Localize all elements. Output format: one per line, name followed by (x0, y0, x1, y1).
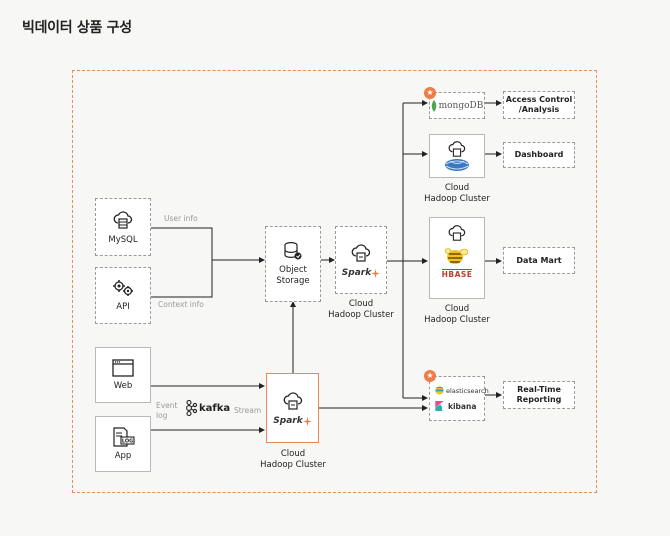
central-spark-cluster: Spark (335, 226, 387, 294)
spark-text: Spark (273, 416, 303, 426)
architecture-frame (72, 70, 597, 493)
cloud-database-icon (113, 210, 133, 229)
log-file-icon: LOG (113, 426, 135, 447)
output-data-mart: Data Mart (503, 247, 575, 274)
datamart-cluster-line2: Hadoop Cluster (424, 315, 490, 325)
cloud-storage-icon (351, 244, 371, 262)
streaming-cluster-line2: Hadoop Cluster (260, 460, 326, 470)
star-badge-icon: ★ (424, 370, 436, 382)
edge-label-log: log (156, 411, 168, 420)
output-realtime-reporting: Real-Time Reporting (503, 381, 575, 409)
hadoop-cluster-datamart: HBASE (429, 217, 485, 299)
streaming-cluster-caption: Cloud Hadoop Cluster (252, 449, 334, 471)
data-ball-icon (445, 159, 469, 171)
central-cluster-caption: Cloud Hadoop Cluster (322, 299, 400, 321)
kibana-text: kibana (448, 401, 477, 411)
access-control-line2: /Analysis (518, 105, 560, 114)
cloud-storage-icon (283, 392, 302, 410)
realtime-line1: Real-Time (517, 385, 561, 394)
kafka-text: kafka (199, 402, 231, 414)
elasticsearch-icon (435, 386, 444, 395)
object-storage: Object Storage (265, 226, 321, 302)
database-icon (284, 241, 302, 260)
kafka-logo: kafka (185, 400, 230, 416)
central-cluster-line1: Cloud (348, 299, 374, 309)
output-access-control: Access Control /Analysis (503, 91, 575, 119)
object-storage-line1: Object (279, 265, 307, 275)
page-title: 빅데이터 상품 구성 (22, 20, 132, 36)
log-badge-text: LOG (122, 438, 133, 444)
streaming-spark-cluster: Spark (266, 373, 319, 443)
hbase-text: HBASE (441, 269, 473, 279)
central-cluster-line2: Hadoop Cluster (328, 310, 394, 320)
web-source: Web (95, 347, 151, 403)
cloud-storage-icon (448, 141, 466, 157)
app-source: LOG App (95, 416, 151, 472)
gears-icon (113, 280, 133, 296)
mysql-label: MySQL (108, 234, 138, 245)
web-label: Web (113, 380, 133, 391)
edge-label-event: Event (156, 401, 178, 410)
elasticsearch-text: elasticsearch (446, 386, 489, 395)
dashboard-cluster-line2: Hadoop Cluster (424, 194, 490, 204)
mongodb-leaf-icon (431, 99, 436, 112)
star-badge-icon: ★ (424, 87, 436, 99)
realtime-line2: Reporting (516, 395, 562, 404)
hadoop-cluster-dashboard (429, 134, 485, 178)
edge-label-stream: Stream (234, 406, 262, 415)
streaming-cluster-line1: Cloud (280, 449, 306, 459)
kafka-icon (186, 400, 197, 416)
mongodb-text: mongoDB (438, 100, 484, 111)
object-storage-line2: Storage (276, 276, 310, 286)
api-label: API (116, 302, 130, 312)
access-control-line1: Access Control (505, 95, 573, 104)
dashboard-cluster-caption: Cloud Hadoop Cluster (418, 183, 496, 205)
api-source: API (95, 267, 151, 324)
mysql-source: MySQL (95, 198, 151, 256)
hive-bee-icon (444, 248, 469, 264)
dashboard-label: Dashboard (514, 150, 564, 159)
output-dashboard: Dashboard (503, 142, 575, 168)
kibana-icon (435, 401, 444, 411)
mongodb-node: mongoDB (429, 92, 485, 119)
cloud-storage-icon (448, 225, 466, 241)
app-label: App (114, 450, 132, 461)
browser-window-icon (112, 358, 134, 377)
edge-label-context-info: Context info (158, 300, 204, 309)
datamart-cluster-caption: Cloud Hadoop Cluster (418, 304, 496, 326)
spark-star-icon (302, 416, 312, 426)
data-mart-label: Data Mart (516, 255, 562, 265)
spark-text: Spark (341, 268, 372, 278)
dashboard-cluster-line1: Cloud (444, 183, 470, 193)
elastic-kibana-node: elasticsearch kibana (429, 376, 489, 421)
spark-star-icon (371, 268, 381, 278)
edge-label-user-info: User info (164, 214, 198, 223)
datamart-cluster-line1: Cloud (444, 304, 470, 314)
